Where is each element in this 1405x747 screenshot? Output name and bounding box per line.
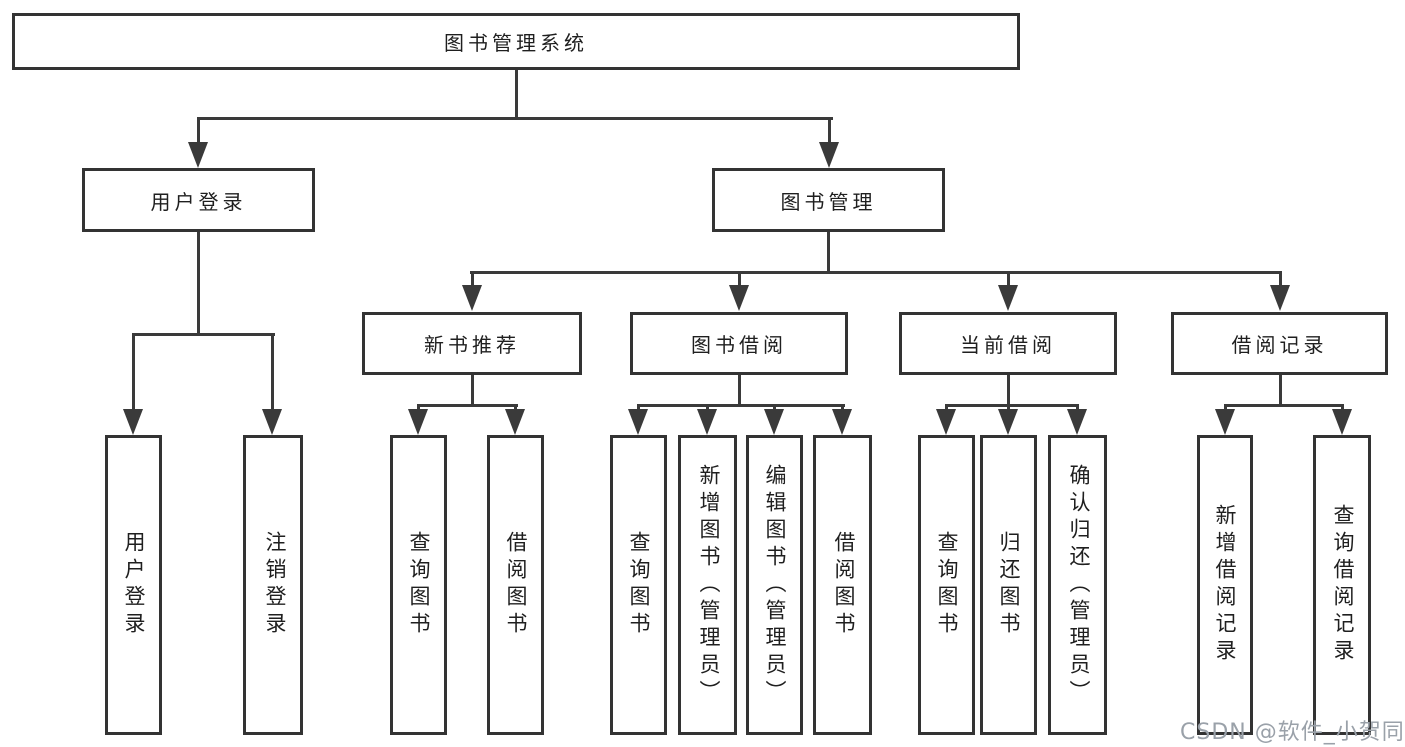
leaf-query-books-current: 查询图书 (918, 435, 975, 735)
node-new-book-recommendation: 新书推荐 (362, 312, 582, 375)
arrowhead-icon (1067, 409, 1087, 435)
arrowhead-icon (123, 409, 143, 435)
connector-line (828, 117, 831, 145)
leaf-return-books: 归还图书 (980, 435, 1037, 735)
connector-line (706, 404, 709, 412)
arrowhead-icon (832, 409, 852, 435)
arrowhead-icon (729, 285, 749, 311)
arrowhead-icon (188, 142, 208, 168)
connector-line (773, 404, 776, 412)
leaf-add-borrow-record: 新增借阅记录 (1197, 435, 1253, 735)
connector-line (471, 271, 474, 287)
connector-line (1007, 271, 1010, 287)
arrowhead-icon (462, 285, 482, 311)
arrowhead-icon (1270, 285, 1290, 311)
connector-line (1279, 375, 1282, 407)
connector-line (132, 333, 135, 411)
node-book-management: 图书管理 (712, 168, 945, 232)
connector-line (738, 375, 741, 407)
leaf-borrow-books: 借阅图书 (813, 435, 872, 735)
leaf-user-login: 用户登录 (105, 435, 162, 735)
node-book-borrowing: 图书借阅 (630, 312, 848, 375)
arrowhead-icon (408, 409, 428, 435)
arrowhead-icon (998, 409, 1018, 435)
leaf-logout: 注销登录 (243, 435, 303, 735)
leaf-query-borrow-record: 查询借阅记录 (1313, 435, 1371, 735)
leaf-add-books-admin: 新增图书（管理员） (678, 435, 737, 735)
connector-line (1224, 404, 1227, 412)
connector-line (637, 404, 640, 412)
arrowhead-icon (764, 409, 784, 435)
connector-line (271, 333, 274, 411)
connector-line (471, 375, 474, 407)
arrowhead-icon (697, 409, 717, 435)
connector-line (945, 404, 1079, 407)
arrowhead-icon (628, 409, 648, 435)
arrowhead-icon (998, 285, 1018, 311)
connector-line (1224, 404, 1344, 407)
leaf-confirm-return-admin: 确认归还（管理员） (1048, 435, 1107, 735)
leaf-edit-books-admin: 编辑图书（管理员） (746, 435, 803, 735)
connector-line (514, 404, 517, 412)
arrowhead-icon (819, 142, 839, 168)
connector-line (1007, 375, 1010, 407)
connector-line (197, 117, 833, 120)
connector-line (1007, 404, 1010, 412)
connector-line (132, 333, 275, 336)
connector-line (1076, 404, 1079, 412)
connector-line (738, 271, 741, 287)
arrowhead-icon (505, 409, 525, 435)
arrowhead-icon (936, 409, 956, 435)
connector-line (197, 232, 200, 336)
connector-line (827, 232, 830, 274)
connector-line (417, 404, 518, 407)
node-library-management-system: 图书管理系统 (12, 13, 1020, 70)
connector-line (637, 404, 845, 407)
connector-line (1279, 271, 1282, 287)
connector-line (841, 404, 844, 412)
leaf-query-books-borrow: 查询图书 (610, 435, 667, 735)
node-current-borrowing: 当前借阅 (899, 312, 1117, 375)
arrowhead-icon (262, 409, 282, 435)
connector-line (197, 117, 200, 145)
arrowhead-icon (1332, 409, 1352, 435)
connector-line (470, 271, 1282, 274)
csdn-watermark: CSDN @软件_小贺同学 (1180, 720, 1405, 745)
node-borrowing-records: 借阅记录 (1171, 312, 1388, 375)
arrowhead-icon (1215, 409, 1235, 435)
connector-line (1341, 404, 1344, 412)
leaf-query-books-recommend: 查询图书 (390, 435, 447, 735)
leaf-borrow-books-recommend: 借阅图书 (487, 435, 544, 735)
node-user-login: 用户登录 (82, 168, 315, 232)
connector-line (417, 404, 420, 412)
connector-line (945, 404, 948, 412)
connector-line (515, 70, 518, 118)
